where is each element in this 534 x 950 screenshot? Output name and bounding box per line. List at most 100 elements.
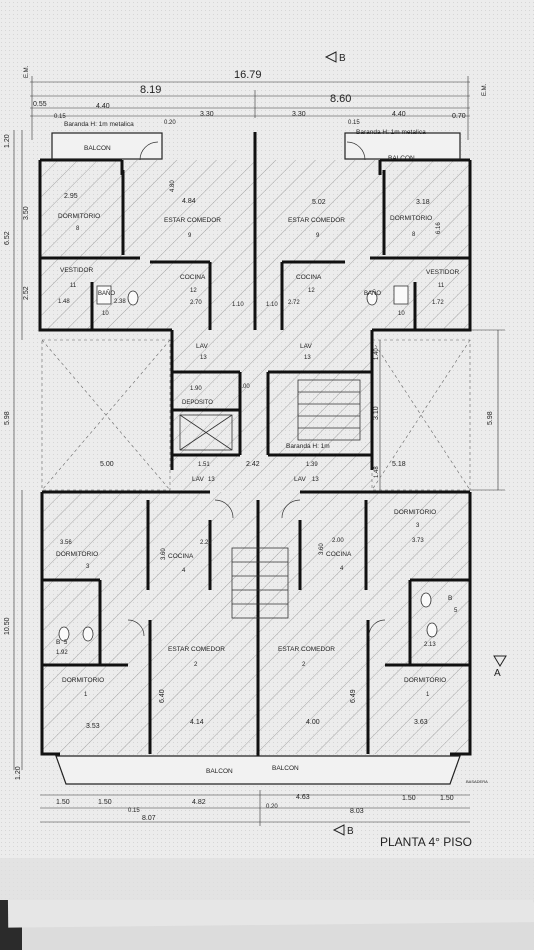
dim-mid-left: 5.00 (100, 461, 114, 468)
dim-left-1: 3.50 (23, 206, 30, 220)
room-size: 2.95 (64, 193, 78, 200)
room-size: 2.72 (288, 300, 300, 306)
dim-small-2: 0.15 (54, 114, 66, 120)
bottom-rooms: 3.56 DORMITORIO 3 2.21 COCINA 4 2.00 COC… (56, 476, 458, 730)
room-size: 3.63 (414, 719, 428, 726)
room-number: 12 (190, 288, 197, 294)
room-number: 3 (86, 564, 90, 570)
room-name: LAV (192, 476, 204, 483)
dim-overall: 16.79 (234, 69, 262, 81)
dim-right-0: 5.98 (487, 411, 494, 425)
dim-core-2: 1.10 (232, 302, 244, 308)
section-bottom-label: B (347, 826, 354, 837)
dim-left-6: 1.20 (15, 766, 22, 780)
dim-left-half: 8.19 (140, 84, 161, 96)
left-dimension-lines (13, 130, 23, 770)
stair-core (179, 379, 361, 619)
baranda-left: Baranda H: 1m metalica (64, 121, 134, 128)
room-name: ESTAR COMEDOR (164, 217, 221, 224)
room-name: LAV (294, 476, 306, 483)
room-size: 3.18 (416, 199, 430, 206)
room-name: BAÑO (364, 290, 381, 297)
room-number: 1 (426, 692, 430, 698)
room-number: 3 (416, 523, 420, 529)
room-name: VESTIDOR (426, 269, 460, 276)
dim-top-1: 4.40 (96, 103, 110, 110)
room-size: 2.38 (114, 299, 126, 305)
bathroom-fixtures (58, 285, 438, 642)
room-size: 1.92 (56, 650, 68, 656)
dim-core-3: 1.10 (266, 302, 278, 308)
deposito-label: DEPOSITO (182, 400, 213, 406)
dim-bottom-3: 4.63 (296, 794, 310, 801)
section-right-label: A (494, 668, 501, 679)
dim-left-3: 2.52 (23, 286, 30, 300)
dim-bottom-2: 4.82 (192, 799, 206, 806)
dim-bottom-1: 1.50 (98, 799, 112, 806)
room-number: 13 (200, 355, 207, 361)
inner-dim-1: 6.49 (350, 689, 357, 703)
dim-bottom-5: 1.50 (440, 795, 454, 802)
balconies (51, 132, 461, 785)
room-name: BAÑO (98, 290, 115, 297)
room-name: VESTIDOR (60, 267, 94, 274)
dim-top-3: 3.30 (292, 111, 306, 118)
room-name: B (56, 639, 60, 646)
room-name: DORMITORIO (394, 509, 436, 516)
room-number: 13 (304, 355, 311, 361)
room-number: 13 (208, 477, 215, 483)
room-size: 3.53 (86, 723, 100, 730)
dim-small-4: 0.15 (348, 120, 360, 126)
dim-top-5: 0.70 (452, 113, 466, 120)
balcon-top-left: BALCON (84, 145, 111, 152)
baranda-core: Baranda H: 1m (286, 443, 330, 450)
balcon-bottom-left: BALCON (206, 768, 233, 775)
room-number: 11 (438, 283, 445, 289)
dim-bottom-4: 1.50 (402, 795, 416, 802)
room-number: 10 (398, 311, 405, 317)
balcon-top-right: BALCON (388, 155, 415, 162)
room-size: 5.02 (312, 199, 326, 206)
dim-mid-small-1: 1.39 (306, 462, 318, 468)
room-number: 8 (76, 226, 80, 232)
room-name: LAV (300, 343, 312, 350)
em-right: E.M. (482, 83, 488, 96)
room-number: 11 (70, 283, 77, 289)
dim-small-3: 0.20 (164, 120, 176, 126)
room-name: DORMITORIO (58, 213, 100, 220)
room-name: LAV (196, 343, 208, 350)
back-sheet-2 (7, 892, 534, 928)
room-number: 9 (188, 233, 192, 239)
room-number: 8 (412, 232, 416, 238)
room-size: 3.56 (60, 540, 72, 546)
dim-left-4: 5.98 (4, 411, 11, 425)
balcon-bottom-right: BALCON (272, 765, 299, 772)
room-name: ESTAR COMEDOR (168, 646, 225, 653)
dim-mid-right: 5.18 (392, 461, 406, 468)
dim-left-5: 10.50 (4, 617, 11, 635)
top-rooms: 2.95 DORMITORIO 8 4.84 ESTAR COMEDOR 9 5… (58, 193, 460, 361)
room-size: 2.70 (190, 300, 202, 306)
room-number: 9 (316, 233, 320, 239)
room-name: COCINA (168, 553, 194, 560)
dim-core-6: 1.48 (374, 466, 380, 478)
dim-top-2: 3.30 (200, 111, 214, 118)
room-size: 2.13 (424, 642, 436, 648)
inner-dim-0: 6.40 (159, 689, 166, 703)
room-number: 4 (340, 566, 344, 572)
room-size: 4.84 (182, 198, 196, 205)
dim-mid-small-0: 1.51 (198, 462, 210, 468)
dim-core-5: 3.10 (373, 406, 380, 420)
section-markers (324, 51, 507, 836)
dim-right-half: 8.60 (330, 93, 351, 105)
room-number: 2 (302, 662, 306, 668)
room-name: DORMITORIO (390, 215, 432, 222)
inner-dim-2: 3.60 (161, 548, 167, 560)
inner-dim-5: 6.16 (436, 222, 442, 234)
room-size: 3.73 (412, 538, 424, 544)
inner-dim-4: 4.80 (170, 180, 176, 192)
room-number: 1 (84, 692, 88, 698)
dim-bottom-0: 1.50 (56, 799, 70, 806)
room-number: 5 (454, 608, 458, 614)
